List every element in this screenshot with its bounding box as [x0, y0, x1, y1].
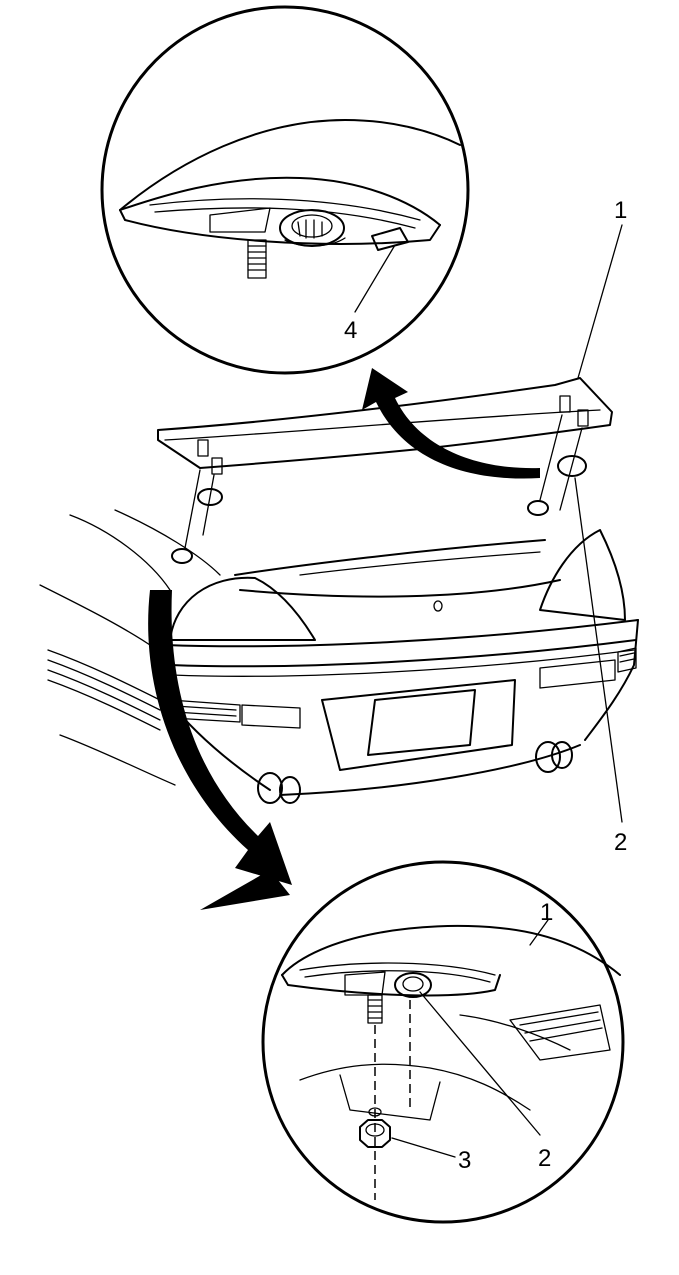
callout-4: 4	[344, 317, 357, 344]
leader-line-2	[574, 477, 623, 823]
arrow-to-bottom-detail	[148, 590, 292, 885]
leader-line-bottom-1	[529, 919, 549, 946]
leader-line-bottom-2	[419, 991, 541, 1136]
top-detail-view: 4	[100, 5, 470, 375]
bottom-detail-circle	[261, 860, 625, 1224]
license-plate	[367, 689, 476, 756]
license-plate-pocket	[321, 679, 516, 771]
left-tail-lamp	[169, 576, 316, 641]
leader-line-1	[577, 224, 623, 379]
spoiler	[157, 377, 613, 469]
callout-bottom-2: 2	[538, 1145, 551, 1172]
bottom-detail-view: 1 2 3	[261, 860, 625, 1224]
callout-bottom-3: 3	[458, 1147, 471, 1174]
main-vehicle-view: 1 2	[39, 197, 639, 856]
arrow-to-top-detail	[362, 368, 540, 479]
leader-line-bottom-3	[391, 1137, 456, 1158]
callout-bottom-1: 1	[540, 899, 553, 926]
leader-line-4	[354, 244, 396, 313]
right-tail-lamp	[539, 529, 626, 621]
top-detail-circle	[100, 5, 470, 375]
callout-2: 2	[614, 829, 627, 856]
callout-1: 1	[614, 197, 627, 224]
